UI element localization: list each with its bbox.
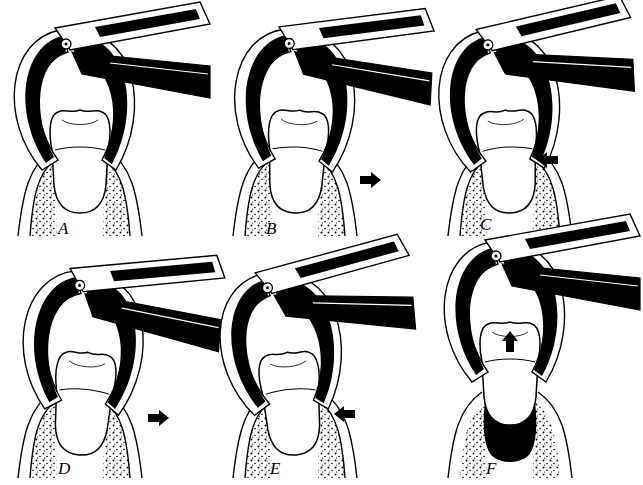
extraction-forceps xyxy=(231,0,435,177)
panel-letter: C xyxy=(480,216,491,233)
tooth xyxy=(50,110,110,213)
panel-letter: F xyxy=(486,460,496,477)
direction-arrow xyxy=(537,152,558,168)
direction-arrow xyxy=(148,410,169,426)
extraction-forceps xyxy=(212,233,422,417)
direction-arrow xyxy=(502,331,518,352)
panel-b xyxy=(231,0,435,236)
direction-arrow xyxy=(334,406,355,422)
panel-letter: E xyxy=(270,460,280,477)
panel-c xyxy=(434,0,638,236)
panel-letter: A xyxy=(58,220,68,237)
panel-e xyxy=(212,233,422,478)
panel-a xyxy=(14,2,210,236)
tooth xyxy=(480,322,540,425)
direction-arrow xyxy=(360,172,381,188)
panel-d xyxy=(17,239,227,478)
panel-letter: B xyxy=(266,220,276,237)
extraction-forceps xyxy=(434,0,638,173)
extraction-forceps xyxy=(17,239,227,423)
extraction-forceps xyxy=(14,2,210,170)
panel-letter: D xyxy=(58,460,70,477)
extraction-forceps xyxy=(444,214,640,382)
panel-f xyxy=(444,214,640,478)
